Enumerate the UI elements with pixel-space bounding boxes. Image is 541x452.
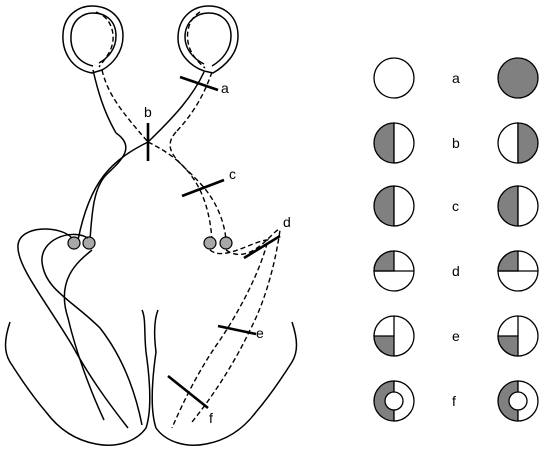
occipital-cortex <box>6 310 297 445</box>
field-row-e: e <box>374 316 538 356</box>
lesion-label-c: c <box>229 166 236 182</box>
field-row-f: f <box>374 381 538 421</box>
field-label-e: e <box>452 328 460 344</box>
lesion-a-mark <box>180 77 218 90</box>
optic-tracts <box>78 132 226 240</box>
right-eye-field-c <box>498 186 538 226</box>
left-eye <box>63 6 123 73</box>
lesion-d-mark <box>244 236 280 258</box>
lateral-geniculate-nuclei <box>68 237 232 249</box>
field-label-c: c <box>452 198 459 214</box>
field-label-a: a <box>452 70 460 86</box>
left-eye-field-e <box>374 316 414 356</box>
field-row-d: d <box>374 251 538 291</box>
lesion-label-e: e <box>256 325 264 341</box>
right-eye-field-e <box>498 316 538 356</box>
lesion-e-mark <box>218 326 256 334</box>
left-eye-field-a <box>374 58 414 98</box>
right-eye-field-f <box>498 381 538 421</box>
right-lgn-outer <box>220 237 232 249</box>
left-eye-field-c <box>374 186 414 226</box>
right-eye-field-d <box>498 251 538 291</box>
lesion-label-d: d <box>283 214 291 230</box>
lesion-label-b: b <box>144 104 152 120</box>
lesion-label-f: f <box>209 410 213 426</box>
lesion-c-mark <box>182 180 224 196</box>
left-eye-field-b <box>374 123 414 163</box>
field-row-c: c <box>374 186 538 226</box>
field-row-a: a <box>374 58 538 98</box>
right-eye <box>178 6 238 73</box>
field-label-f: f <box>452 393 456 409</box>
lesion-f-mark <box>168 376 208 408</box>
left-lgn-inner <box>83 237 95 249</box>
visual-field-defects: a b c <box>374 58 538 421</box>
lesion-label-a: a <box>221 80 229 96</box>
left-lgn-outer <box>68 237 80 249</box>
visual-pathway: a b c d e f <box>6 6 297 445</box>
field-row-b: b <box>374 123 538 163</box>
right-lgn-inner <box>204 237 216 249</box>
field-label-d: d <box>452 263 460 279</box>
right-eye-field-a <box>498 58 538 98</box>
optic-radiations <box>18 229 280 428</box>
left-eye-field-d <box>374 251 414 291</box>
left-eye-field-f <box>374 381 414 421</box>
right-eye-field-b <box>498 123 538 163</box>
field-label-b: b <box>452 135 460 151</box>
